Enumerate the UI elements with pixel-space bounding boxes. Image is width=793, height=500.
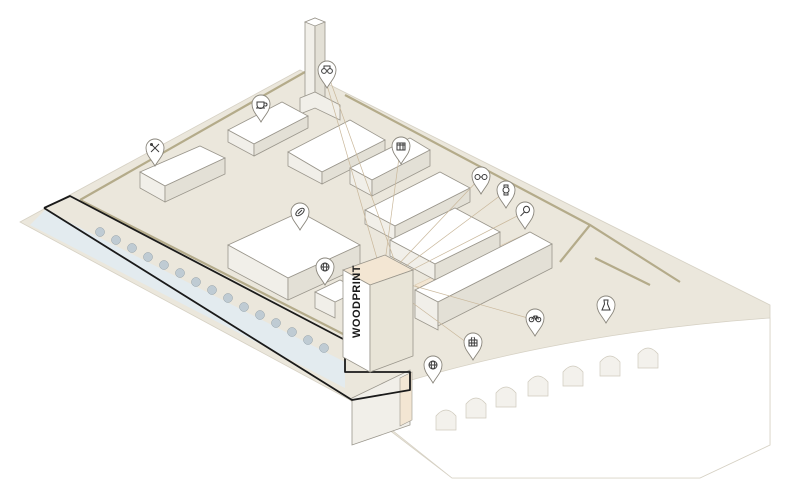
- quay-block: [351, 369, 411, 446]
- optician-pin[interactable]: [471, 166, 491, 195]
- cafe-pin[interactable]: [251, 94, 271, 123]
- sports-pin[interactable]: [515, 201, 535, 230]
- grocery-pin[interactable]: [463, 332, 483, 361]
- coffee-cup-icon: [256, 101, 268, 109]
- building-north-sheds: [287, 119, 431, 197]
- boulevard-strip: [30, 210, 345, 388]
- tennis-racket-icon: [520, 205, 530, 217]
- site-boundary: [43, 195, 411, 401]
- globe-pin-south[interactable]: [423, 355, 443, 384]
- globe-icon: [320, 262, 330, 272]
- street-trees: [95, 227, 329, 353]
- building-middle-sheds: [364, 171, 501, 281]
- viewpoint-pin[interactable]: [317, 60, 337, 89]
- sports-field-pin[interactable]: [290, 202, 310, 231]
- globe-icon: [428, 360, 438, 370]
- shopping-basket-icon: [468, 336, 478, 347]
- globe-pin-center[interactable]: [315, 257, 335, 286]
- walking-paths: [79, 71, 681, 336]
- woodprint-tower[interactable]: WOODPRINT: [342, 254, 414, 373]
- rugby-ball-icon: [295, 207, 305, 217]
- bicycle-pin[interactable]: [525, 308, 545, 337]
- building-restaurant: [139, 145, 226, 203]
- quay-arches: [435, 347, 659, 431]
- watch-pin[interactable]: [496, 180, 516, 209]
- chimney-tower: [299, 17, 341, 121]
- dress-icon: [601, 299, 611, 311]
- fashion-pin[interactable]: [596, 295, 616, 324]
- shop-pin[interactable]: [391, 136, 411, 165]
- building-east-block: [414, 231, 553, 331]
- tower-label: WOODPRINT: [351, 265, 363, 338]
- shop-icon: [396, 142, 406, 151]
- fork-knife-icon: [150, 143, 160, 153]
- wristwatch-icon: [502, 184, 510, 196]
- binoculars-icon: [321, 65, 333, 74]
- glasses-icon: [474, 174, 488, 180]
- building-cafe: [227, 101, 309, 157]
- bicycle-icon: [528, 315, 542, 323]
- restaurant-pin[interactable]: [145, 138, 165, 167]
